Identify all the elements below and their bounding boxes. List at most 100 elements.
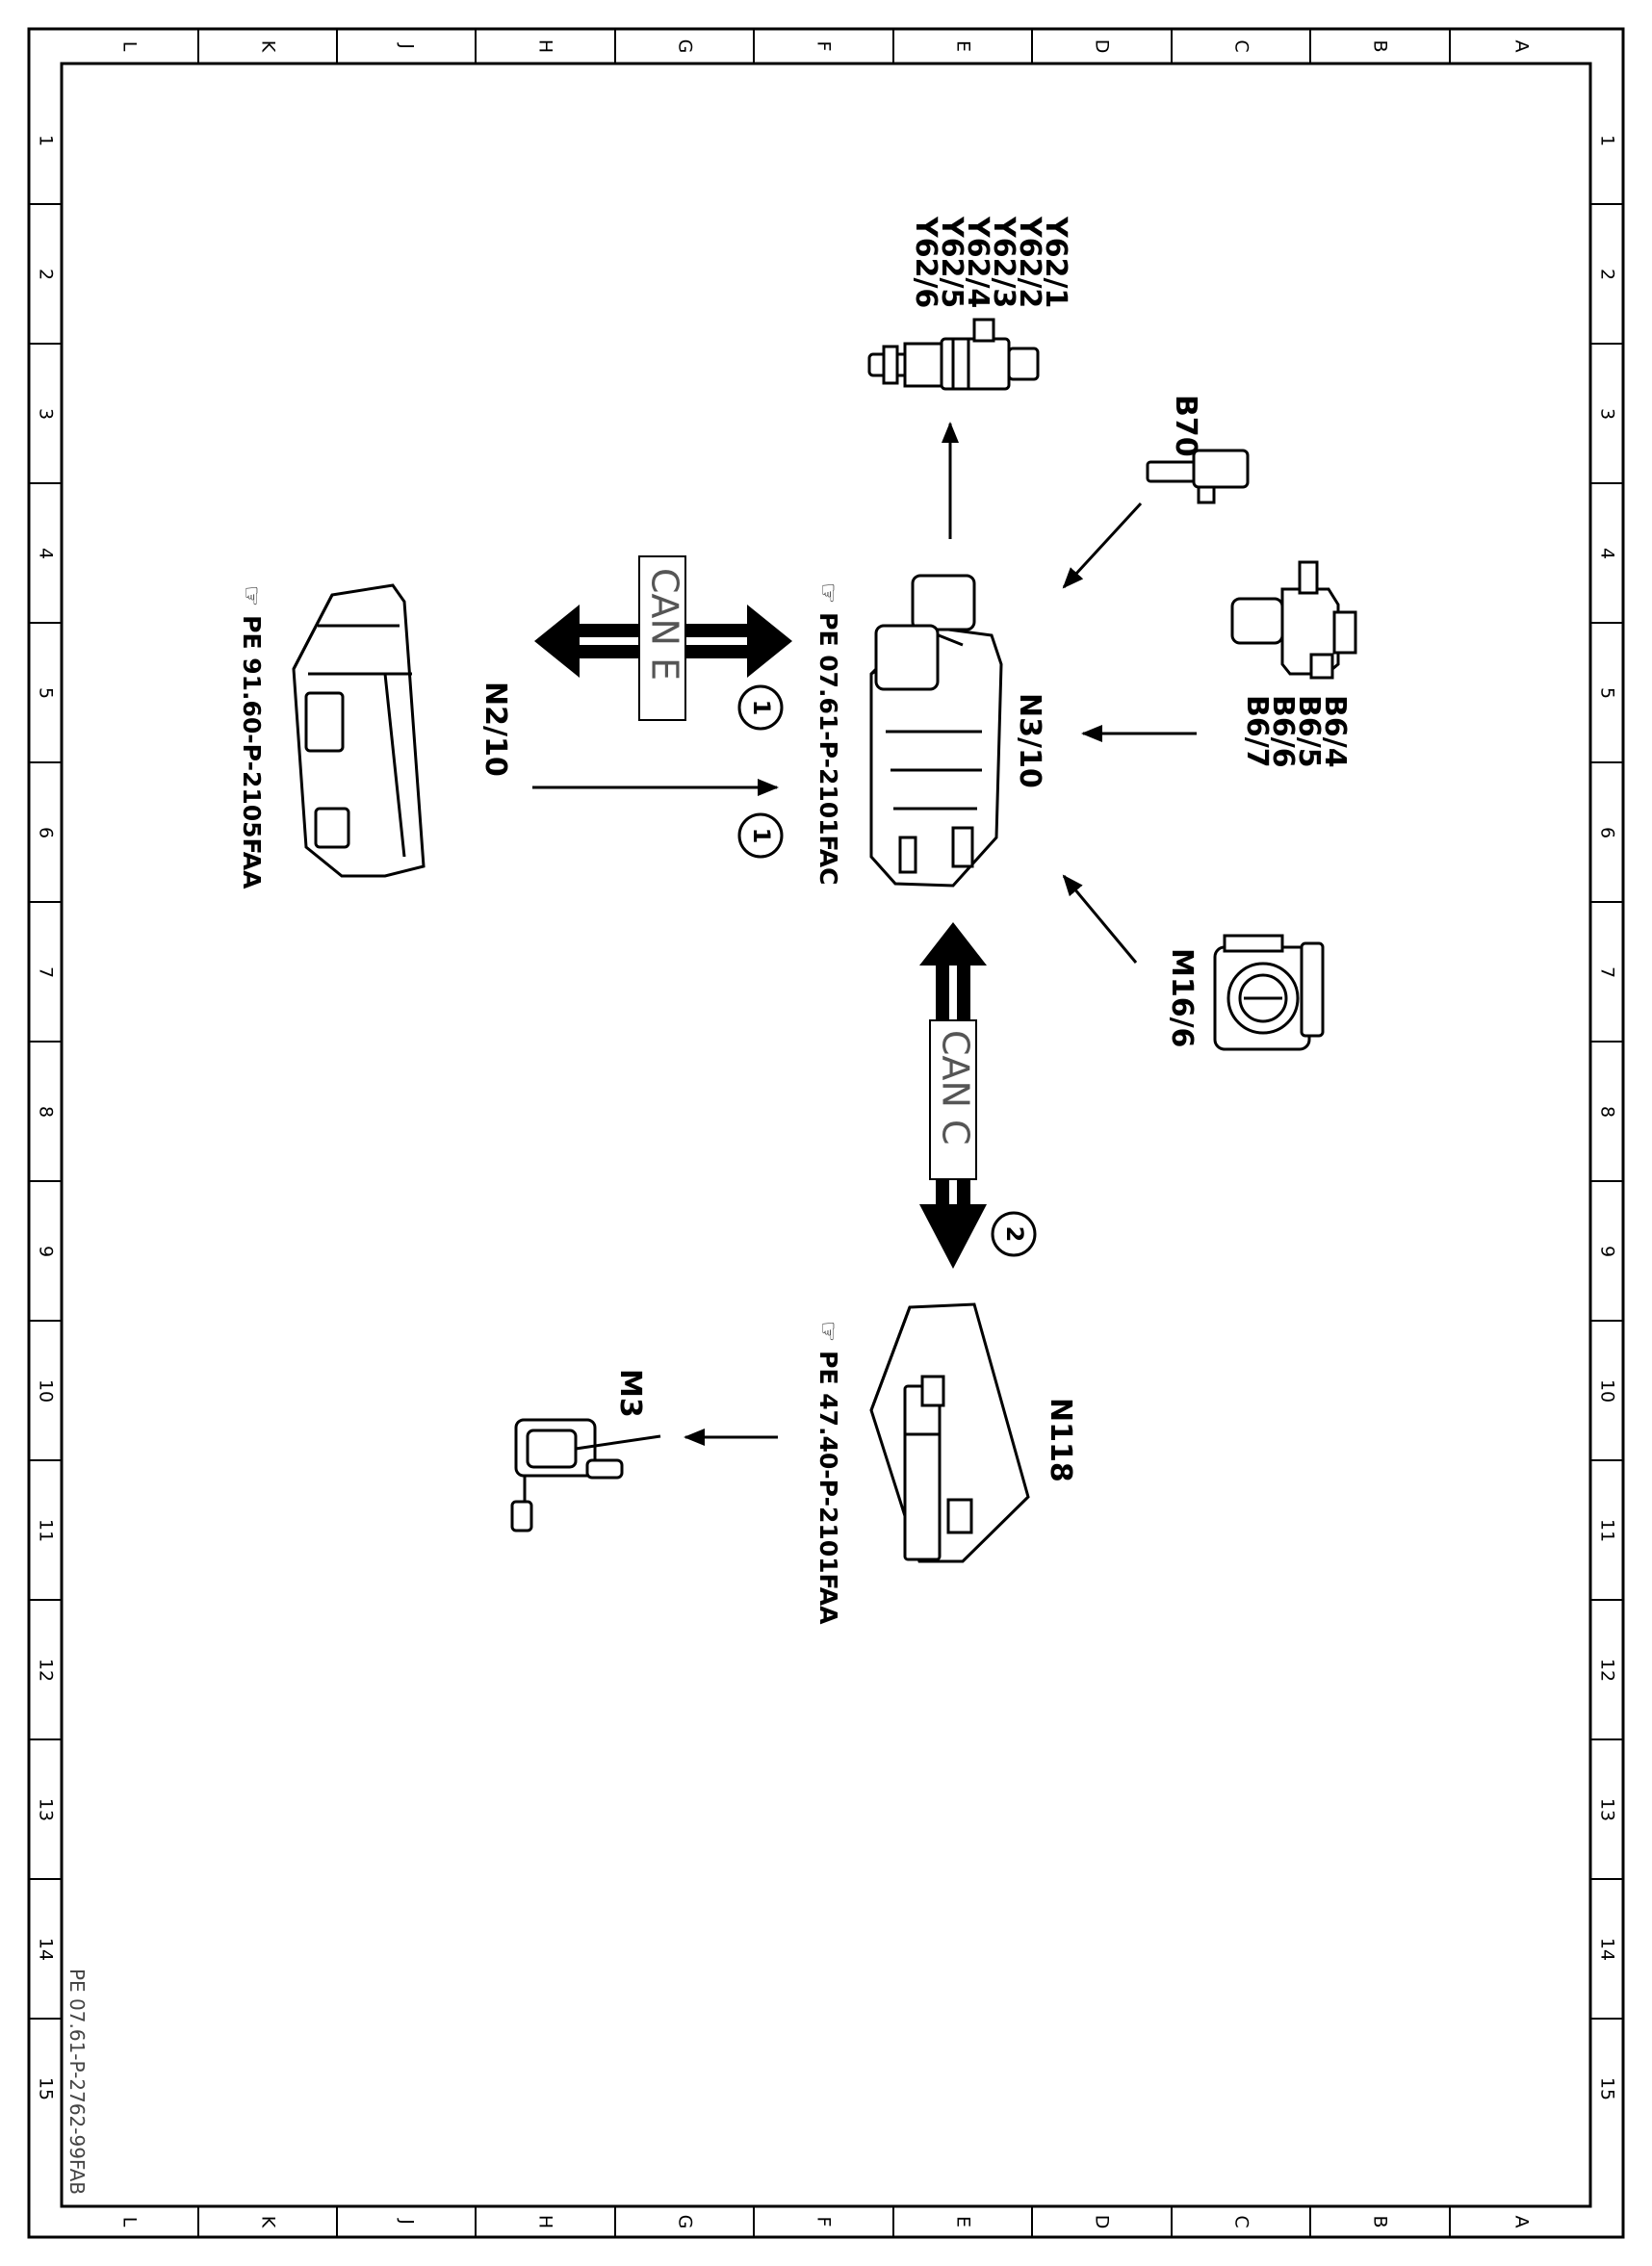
grid-row-label: 3 xyxy=(1597,408,1618,420)
grid-column-labels-bottom: L K J H G F E D C B A xyxy=(119,2215,1533,2229)
injector-label: Y62/5 xyxy=(935,216,968,308)
injector-label: Y62/1 xyxy=(1039,216,1072,308)
marker-circle xyxy=(737,812,784,859)
grid-col-label: K xyxy=(258,2216,279,2228)
grid-row-label: 15 xyxy=(1597,2077,1618,2100)
grid-col-label: J xyxy=(397,2218,418,2225)
outer-frame xyxy=(27,27,1625,2239)
grid-row-labels-left: 1 2 3 4 5 6 7 8 9 10 11 12 13 14 15 xyxy=(36,135,57,2100)
can-c-label: CAN C xyxy=(935,1030,977,1146)
grid-col-label: H xyxy=(535,2215,556,2228)
injector-label: Y62/4 xyxy=(961,216,994,308)
grid-row-label: 15 xyxy=(36,2077,57,2100)
arrow-b70-to-n3 xyxy=(1062,502,1143,589)
b6-label: B6/6 xyxy=(1266,695,1300,768)
grid-col-label: D xyxy=(1092,39,1113,54)
marker-number: 2 xyxy=(1001,1226,1028,1243)
grid-row-label: 11 xyxy=(36,1519,57,1542)
grid-col-label: B xyxy=(1370,39,1391,52)
n118-reference: ☞ PE 47.40-P-2101FAA xyxy=(814,1321,842,1625)
grid-col-label: E xyxy=(953,2216,974,2227)
n2-label: N2/10 xyxy=(478,682,512,777)
grid-col-label: C xyxy=(1231,39,1252,52)
grid-row-label: 3 xyxy=(36,408,57,420)
control-unit-n2-icon xyxy=(292,583,426,878)
grid-row-ticks xyxy=(29,203,1623,2020)
grid-row-labels-right: 1 2 3 4 5 6 7 8 9 10 11 12 13 14 15 xyxy=(1597,135,1618,2100)
grid-col-label: B xyxy=(1370,2215,1391,2227)
fuel-pump-icon xyxy=(510,1418,661,1532)
grid-row-label: 7 xyxy=(1597,966,1618,978)
b6-label: B6/5 xyxy=(1292,695,1326,768)
grid-col-label: G xyxy=(675,2215,696,2229)
grid-row-label: 2 xyxy=(36,269,57,280)
grid-col-label: G xyxy=(675,39,696,54)
grid-row-label: 2 xyxy=(1597,269,1618,280)
grid-col-label: C xyxy=(1231,2215,1252,2227)
m3-label: M3 xyxy=(613,1369,647,1418)
grid-row-label: 11 xyxy=(1597,1519,1618,1542)
grid-col-label: H xyxy=(535,39,556,53)
arrow-m16-to-n3 xyxy=(1062,874,1138,964)
grid-row-label: 4 xyxy=(1597,548,1618,559)
grid-row-label: 14 xyxy=(36,1938,57,1961)
fuel-injector-icon xyxy=(867,318,1040,391)
n118-label: N118 xyxy=(1044,1398,1077,1482)
grid-row-label: 10 xyxy=(36,1379,57,1403)
grid-column-labels-top: L K J H G F E D C B A xyxy=(119,39,1533,54)
marker-number: 1 xyxy=(748,700,775,716)
grid-col-label: F xyxy=(813,2217,835,2227)
grid-row-label: 9 xyxy=(1597,1246,1618,1257)
b6-sensor-labels: B6/4 B6/5 B6/6 B6/7 xyxy=(1240,695,1352,768)
grid-row-label: 9 xyxy=(36,1246,57,1257)
grid-col-label: A xyxy=(1511,40,1533,53)
grid-row-label: 10 xyxy=(1597,1379,1618,1403)
grid-row-label: 8 xyxy=(1597,1106,1618,1118)
grid-row-label: 5 xyxy=(36,687,57,699)
document-id: PE 07.61-P-2762-99FAB xyxy=(65,1969,89,2195)
grid-row-label: 12 xyxy=(1597,1659,1618,1682)
n3-reference: ☞ PE 07.61-P-2101FAC xyxy=(814,582,842,885)
grid-row-label: 13 xyxy=(36,1798,57,1821)
engine-control-unit-icon xyxy=(869,574,1003,888)
grid-col-label: J xyxy=(397,42,418,49)
injector-label: Y62/2 xyxy=(1013,216,1046,308)
grid-row-label: 1 xyxy=(1597,135,1618,146)
grid-col-label: L xyxy=(119,2217,141,2227)
can-c-bus: CAN C xyxy=(919,922,987,1269)
grid-row-label: 6 xyxy=(1597,827,1618,838)
grid-col-label: E xyxy=(953,40,974,52)
marker-circle xyxy=(991,1211,1037,1257)
n2-reference: ☞ PE 91.60-P-2105FAA xyxy=(238,585,266,889)
grid-row-label: 13 xyxy=(1597,1798,1618,1821)
grid-column-ticks xyxy=(197,29,1451,2237)
m16-label: M16/6 xyxy=(1165,948,1199,1047)
grid-row-label: 14 xyxy=(1597,1938,1618,1961)
grid-col-label: A xyxy=(1511,2216,1533,2228)
b6-label: B6/7 xyxy=(1240,695,1274,768)
grid-row-label: 5 xyxy=(1597,687,1618,699)
grid-row-label: 1 xyxy=(36,135,57,146)
grid-row-label: 6 xyxy=(36,827,57,838)
b70-label: B70 xyxy=(1169,395,1202,457)
marker-circle xyxy=(737,684,784,731)
grid-row-label: 7 xyxy=(36,966,57,978)
injector-labels: Y62/1 Y62/2 Y62/3 Y62/4 Y62/5 Y62/6 xyxy=(909,216,1072,308)
fuel-pump-control-unit-icon xyxy=(869,1302,1030,1563)
can-e-bus: CAN E xyxy=(534,555,792,721)
grid-col-label: L xyxy=(119,41,141,52)
throttle-actuator-icon xyxy=(1213,934,1325,1051)
grid-row-label: 12 xyxy=(36,1659,57,1682)
crankshaft-sensor-icon xyxy=(1146,449,1250,504)
b6-label: B6/4 xyxy=(1318,695,1352,768)
grid-col-label: F xyxy=(813,41,835,52)
grid-row-label: 8 xyxy=(36,1106,57,1118)
can-e-label: CAN E xyxy=(644,568,686,681)
inner-frame xyxy=(60,62,1592,2208)
n3-label: N3/10 xyxy=(1013,693,1046,788)
injector-label: Y62/3 xyxy=(987,216,1020,308)
grid-col-label: D xyxy=(1092,2215,1113,2229)
grid-col-label: K xyxy=(258,40,279,53)
grid-row-label: 4 xyxy=(36,548,57,559)
